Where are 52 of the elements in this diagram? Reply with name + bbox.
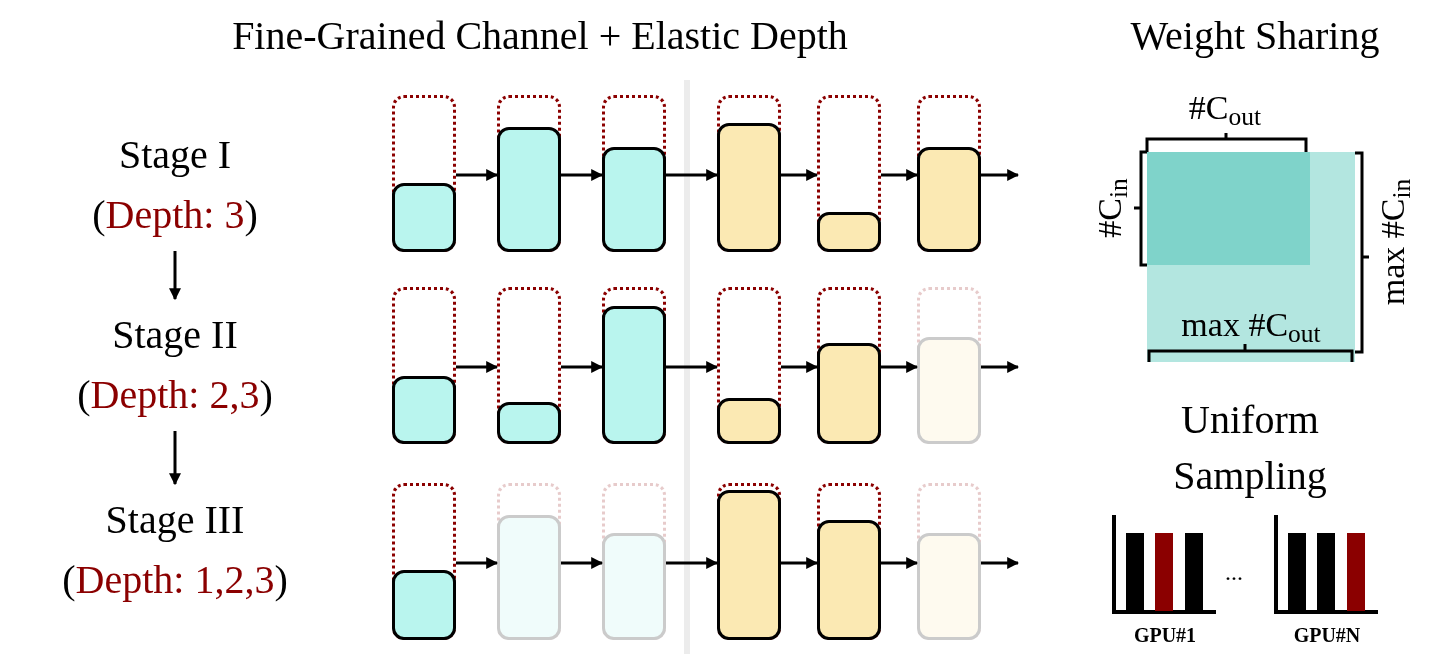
arrow [881, 169, 919, 181]
layer-block [497, 287, 561, 444]
diagram-title: Fine-Grained Channel + Elastic Depth [231, 12, 849, 60]
depth-label: (Depth: 2,3) [77, 371, 273, 419]
layer-block [392, 483, 456, 640]
layer-block [817, 287, 881, 444]
arrow [456, 361, 499, 373]
layer-block [602, 483, 666, 640]
section-title: Weight Sharing [1129, 12, 1381, 60]
arrow [981, 557, 1020, 569]
arrow [781, 361, 819, 373]
layer-block [917, 95, 981, 252]
layer-block [717, 95, 781, 252]
layer-block [392, 95, 456, 252]
stage-label: Stage II [112, 311, 238, 359]
layer-block [497, 483, 561, 640]
stage-label: Stage I [118, 131, 232, 179]
layer-block [497, 95, 561, 252]
arrow [881, 361, 919, 373]
gpu-label: GPU#N [1292, 623, 1362, 648]
depth-label: (Depth: 1,2,3) [62, 556, 288, 604]
section-title: Uniform Sampling [1172, 396, 1328, 500]
arrow [666, 169, 719, 181]
gpu-label: GPU#1 [1132, 623, 1198, 648]
arrow [666, 557, 719, 569]
arrow [456, 169, 499, 181]
arrow [169, 431, 181, 486]
arrow [981, 169, 1020, 181]
layer-block [602, 287, 666, 444]
layer-block [917, 287, 981, 444]
layer-block [817, 483, 881, 640]
arrow [666, 361, 719, 373]
layer-block [602, 95, 666, 252]
layer-block [817, 95, 881, 252]
arrow [561, 557, 604, 569]
ellipsis: ... [1225, 560, 1243, 584]
axis-label: #C$_{out}$ [1187, 88, 1263, 128]
depth-label: (Depth: 3) [92, 191, 258, 239]
arrow [781, 169, 819, 181]
stage-label: Stage III [105, 496, 245, 544]
layer-block [917, 483, 981, 640]
axis-label: max #C$_{out}$ [1180, 305, 1322, 345]
arrow [561, 361, 604, 373]
arrow [881, 557, 919, 569]
arrow [981, 361, 1020, 373]
layer-block [717, 287, 781, 444]
arrow [169, 251, 181, 301]
arrow [561, 169, 604, 181]
arrow [456, 557, 499, 569]
layer-block [392, 287, 456, 444]
layer-block [717, 483, 781, 640]
arrow [781, 557, 819, 569]
